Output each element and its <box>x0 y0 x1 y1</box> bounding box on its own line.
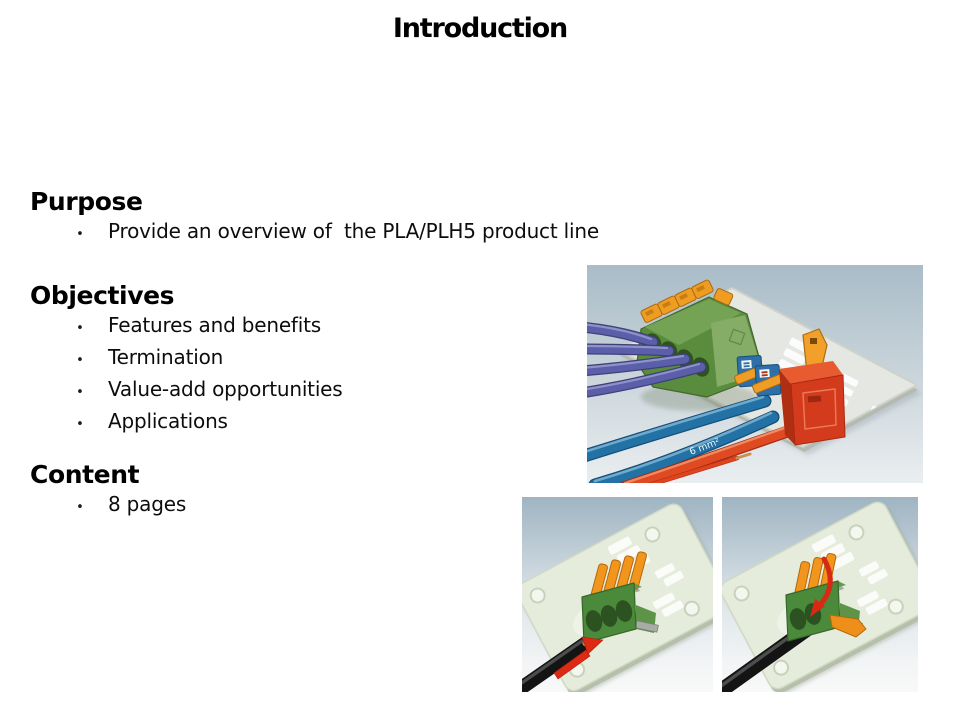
orange-clips <box>640 279 734 323</box>
red-terminal-block <box>734 328 846 446</box>
orange-levers <box>589 551 647 603</box>
lever-down-arrow <box>810 556 833 617</box>
objectives-heading: Objectives <box>30 281 175 310</box>
bullet-text: Features and benefits <box>108 313 321 337</box>
list-item: • Value-add opportunities <box>30 375 343 407</box>
bullet-text: Value-add opportunities <box>108 377 343 401</box>
bullet-glyph: • <box>76 353 84 368</box>
list-item: • Features and benefits <box>30 311 343 343</box>
blue-red-cables <box>587 394 795 483</box>
bullet-text: Termination <box>108 345 224 369</box>
green-terminal-block <box>581 551 659 644</box>
bullet-glyph: • <box>76 500 84 515</box>
bullet-text: 8 pages <box>108 492 187 516</box>
bullet-text: Provide an overview of the PLA/PLH5 prod… <box>108 219 599 243</box>
list-item: • 8 pages <box>30 490 186 522</box>
photo-wire-insertion <box>522 497 713 692</box>
bullet-glyph: • <box>76 385 84 400</box>
bullet-text: Applications <box>108 409 228 433</box>
list-item: • Termination <box>30 343 343 375</box>
page-title: Introduction <box>392 13 568 44</box>
section-purpose: Purpose • Provide an overview of the PLA… <box>30 186 599 249</box>
purpose-bullets: • Provide an overview of the PLA/PLH5 pr… <box>30 217 599 249</box>
objectives-bullets: • Features and benefits • Termination • … <box>30 311 343 439</box>
content-bullets: • 8 pages <box>30 490 186 522</box>
bullet-glyph: • <box>76 227 84 242</box>
pressed-lever <box>829 614 867 638</box>
section-content: Content • 8 pages <box>30 459 186 522</box>
photo-lever-actuation <box>722 497 918 692</box>
list-item: • Provide an overview of the PLA/PLH5 pr… <box>30 217 599 249</box>
content-heading: Content <box>30 460 140 489</box>
product-photo-pla-plh5: 6 mm² <box>587 265 923 483</box>
list-item: • Applications <box>30 407 343 439</box>
thin-red-wire <box>648 452 752 483</box>
purple-wires <box>587 322 707 398</box>
section-objectives: Objectives • Features and benefits • Ter… <box>30 280 343 439</box>
insertion-arrow <box>553 636 604 680</box>
bullet-glyph: • <box>76 417 84 432</box>
bullet-glyph: • <box>76 321 84 336</box>
purpose-heading: Purpose <box>30 187 143 216</box>
